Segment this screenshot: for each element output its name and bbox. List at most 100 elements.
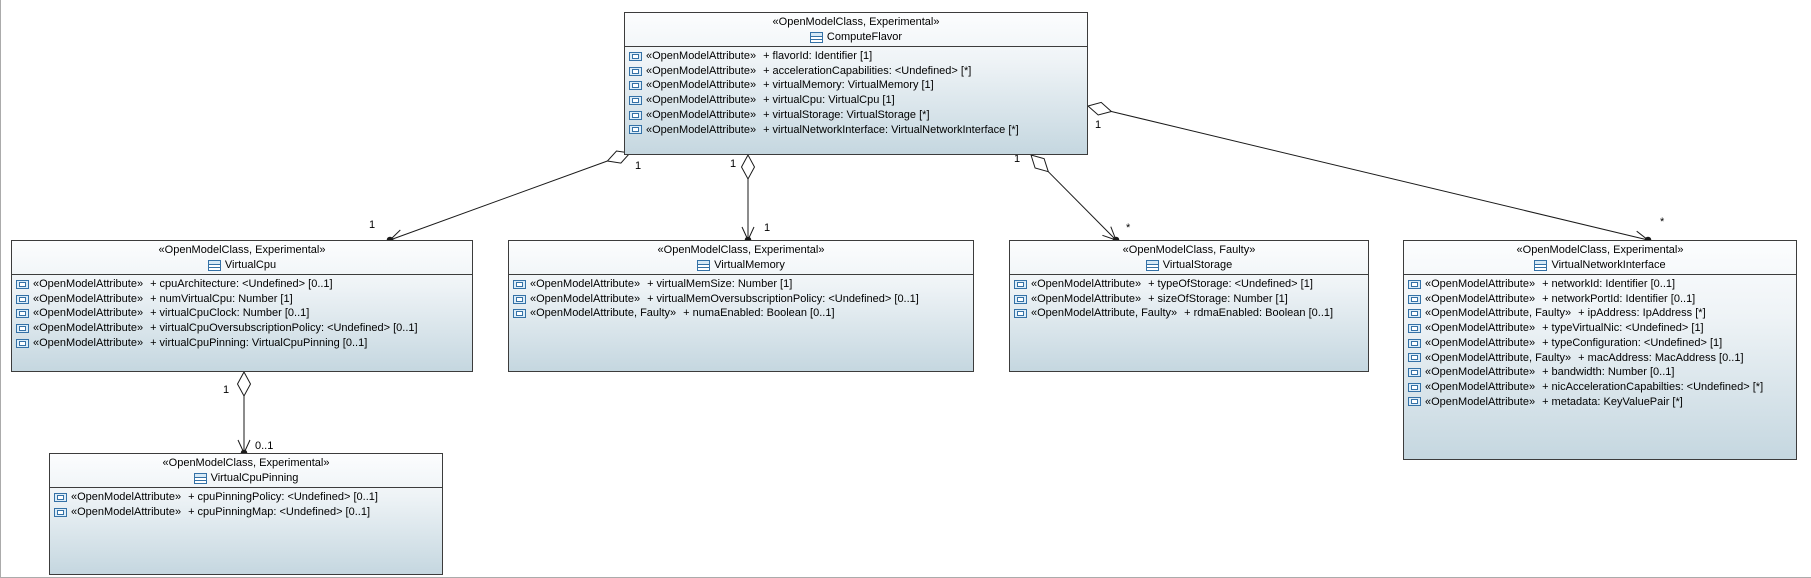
multiplicity-label[interactable]: * (1660, 216, 1665, 228)
attribute-signature: + macAddress: MacAddress [0..1] (1578, 351, 1744, 364)
attribute-icon (54, 492, 67, 502)
attribute-stereotype: «OpenModelAttribute, Faulty» (530, 307, 677, 320)
class-name: VirtualCpu (224, 259, 277, 271)
class-attributes: «OpenModelAttribute»+ typeOfStorage: <Un… (1010, 275, 1368, 321)
attribute-row[interactable]: «OpenModelAttribute»+ virtualMemOversubs… (513, 292, 971, 307)
attribute-signature: + virtualCpuClock: Number [0..1] (150, 307, 310, 320)
attribute-icon (629, 125, 642, 135)
association-virtualcpu-virtualcpupinning[interactable] (236, 370, 252, 457)
class-virtualnetworkinterface[interactable]: «OpenModelClass, Experimental» VirtualNe… (1403, 240, 1797, 460)
class-header: «OpenModelClass, Experimental» VirtualCp… (50, 454, 442, 488)
attribute-row[interactable]: «OpenModelAttribute»+ accelerationCapabi… (629, 64, 1085, 79)
attribute-row[interactable]: «OpenModelAttribute»+ typeVirtualNic: <U… (1408, 321, 1794, 336)
association-computeflavor-virtualstorage[interactable] (1030, 154, 1120, 244)
attribute-icon (1014, 309, 1027, 319)
attribute-row[interactable]: «OpenModelAttribute»+ virtualCpuOversubs… (16, 321, 470, 336)
attribute-row[interactable]: «OpenModelAttribute»+ networkId: Identif… (1408, 277, 1794, 292)
attribute-row[interactable]: «OpenModelAttribute»+ typeConfiguration:… (1408, 336, 1794, 351)
attribute-row[interactable]: «OpenModelAttribute»+ virtualMemory: Vir… (629, 78, 1085, 93)
attribute-stereotype: «OpenModelAttribute» (1425, 366, 1536, 379)
attribute-icon (1408, 397, 1421, 407)
attribute-stereotype: «OpenModelAttribute» (1031, 278, 1142, 290)
class-virtualcpupinning[interactable]: «OpenModelClass, Experimental» VirtualCp… (49, 453, 443, 575)
aggregation-diamond-icon (236, 370, 252, 398)
attribute-row[interactable]: «OpenModelAttribute»+ cpuArchitecture: <… (16, 277, 470, 292)
attribute-signature: + virtualNetworkInterface: VirtualNetwor… (763, 123, 1019, 136)
attribute-row[interactable]: «OpenModelAttribute»+ virtualMemSize: Nu… (513, 277, 971, 292)
multiplicity-label[interactable]: 1 (223, 384, 230, 396)
attribute-row[interactable]: «OpenModelAttribute, Faulty» + rdmaEnable… (1014, 306, 1366, 321)
attribute-row[interactable]: «OpenModelAttribute»+ flavorId: Identifi… (629, 49, 1085, 64)
multiplicity-label[interactable]: 1 (635, 160, 642, 172)
attribute-row[interactable]: «OpenModelAttribute» + sizeOfStorage: Num… (1014, 292, 1366, 307)
attribute-row[interactable]: «OpenModelAttribute»+ typeOfStorage: <Un… (1014, 277, 1366, 292)
attribute-signature: + metadata: KeyValuePair [*] (1542, 395, 1683, 408)
attribute-stereotype: «OpenModelAttribute» (646, 50, 757, 62)
multiplicity-label[interactable]: 1 (369, 219, 376, 231)
attribute-signature: + rdmaEnabled: Boolean [0..1] (1184, 307, 1334, 320)
attribute-row[interactable]: «OpenModelAttribute»+ cpuPinningPolicy: … (54, 490, 440, 505)
attribute-row[interactable]: «OpenModelAttribute»+ virtualCpu: Virtua… (629, 93, 1085, 108)
aggregation-diamond-icon (1086, 101, 1113, 116)
attribute-signature: + bandwidth: Number [0..1] (1542, 366, 1675, 379)
attribute-row[interactable]: «OpenModelAttribute»+ numVirtualCpu: Num… (16, 292, 470, 307)
attribute-icon (16, 309, 29, 319)
attribute-icon (629, 95, 642, 105)
association-computeflavor-virtualcpu[interactable] (386, 150, 631, 244)
class-name: VirtualNetworkInterface (1551, 259, 1666, 271)
multiplicity-label[interactable]: 1 (1014, 153, 1021, 165)
class-icon (207, 260, 221, 271)
class-computeflavor[interactable]: «OpenModelClass, Experimental» ComputeFl… (624, 12, 1088, 155)
attribute-icon (1408, 353, 1421, 363)
multiplicity-label[interactable]: 1 (730, 158, 737, 170)
aggregation-diamond-icon (740, 153, 756, 181)
class-virtualmemory[interactable]: «OpenModelClass, Experimental» VirtualMe… (508, 240, 974, 372)
attribute-icon (1014, 279, 1027, 289)
attribute-signature: + nicAccelerationCapabilties: <Undefined… (1542, 380, 1764, 393)
class-icon (697, 260, 711, 271)
attribute-row[interactable]: «OpenModelAttribute»+ metadata: KeyValue… (1408, 395, 1794, 410)
attribute-signature: + networkPortId: Identifier [0..1] (1542, 292, 1696, 305)
attribute-signature: + virtualCpuPinning: VirtualCpuPinning [… (150, 336, 368, 349)
attribute-icon (1014, 294, 1027, 304)
attribute-row[interactable]: «OpenModelAttribute»+ nicAccelerationCap… (1408, 380, 1794, 395)
attribute-signature: + sizeOfStorage: Number [1] (1148, 292, 1288, 305)
attribute-signature: + virtualCpuOversubscriptionPolicy: <Und… (150, 322, 418, 335)
multiplicity-label[interactable]: 1 (1095, 119, 1102, 131)
class-header: «OpenModelClass, Experimental» VirtualCp… (12, 241, 472, 275)
attribute-stereotype: «OpenModelAttribute» (1425, 292, 1536, 305)
attribute-signature: + cpuPinningPolicy: <Undefined> [0..1] (188, 491, 378, 503)
class-attributes: «OpenModelAttribute»+ flavorId: Identifi… (625, 47, 1087, 137)
attribute-icon (513, 279, 526, 289)
attribute-stereotype: «OpenModelAttribute» (1031, 292, 1142, 305)
class-header: «OpenModelClass, Experimental» VirtualMe… (509, 241, 973, 275)
attribute-row[interactable]: «OpenModelAttribute, Faulty» + numaEnable… (513, 306, 971, 321)
class-header: «OpenModelClass, Faulty» VirtualStorage (1010, 241, 1368, 275)
attribute-row[interactable]: «OpenModelAttribute»+ virtualNetworkInte… (629, 123, 1085, 138)
class-virtualstorage[interactable]: «OpenModelClass, Faulty» VirtualStorage … (1009, 240, 1369, 372)
attribute-row[interactable]: «OpenModelAttribute, Faulty»+ ipAddress:… (1408, 306, 1794, 321)
attribute-row[interactable]: «OpenModelAttribute»+ virtualStorage: Vi… (629, 108, 1085, 123)
attribute-row[interactable]: «OpenModelAttribute» + networkPortId: Ide… (1408, 292, 1794, 307)
attribute-signature: + virtualMemOversubscriptionPolicy: <Und… (647, 292, 919, 305)
class-attributes: «OpenModelAttribute»+ networkId: Identif… (1404, 275, 1796, 409)
attribute-stereotype: «OpenModelAttribute, Faulty» (1031, 307, 1178, 320)
attribute-stereotype: «OpenModelAttribute» (33, 278, 144, 290)
attribute-signature: + numaEnabled: Boolean [0..1] (683, 307, 835, 320)
class-virtualcpu[interactable]: «OpenModelClass, Experimental» VirtualCp… (11, 240, 473, 372)
association-computeflavor-virtualmemory[interactable] (740, 153, 756, 244)
attribute-icon (1408, 309, 1421, 319)
class-stereotype: «OpenModelClass, Experimental» (158, 244, 326, 256)
association-computeflavor-virtualnetworkinterface[interactable] (1086, 101, 1652, 244)
attribute-row[interactable]: «OpenModelAttribute»+ cpuPinningMap: <Un… (54, 505, 440, 520)
attribute-row[interactable]: «OpenModelAttribute»+ virtualCpuPinning:… (16, 336, 470, 351)
attribute-row[interactable]: «OpenModelAttribute» + bandwidth: Number … (1408, 365, 1794, 380)
attribute-icon (629, 81, 642, 91)
attribute-signature: + ipAddress: IpAddress [*] (1578, 307, 1706, 320)
multiplicity-label[interactable]: * (1126, 222, 1131, 234)
multiplicity-label[interactable]: 1 (764, 222, 771, 234)
attribute-row[interactable]: «OpenModelAttribute»+ virtualCpuClock: N… (16, 306, 470, 321)
multiplicity-label[interactable]: 0..1 (255, 440, 274, 452)
attribute-row[interactable]: «OpenModelAttribute, Faulty»+ macAddress… (1408, 351, 1794, 366)
attribute-icon (629, 66, 642, 76)
